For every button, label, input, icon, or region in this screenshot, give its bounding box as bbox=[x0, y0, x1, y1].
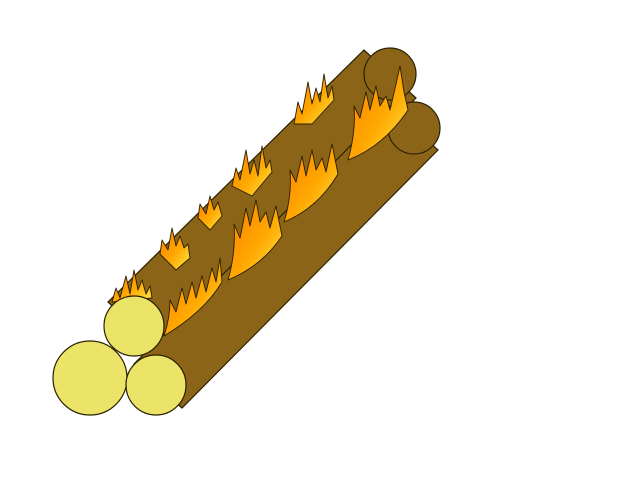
flame-groove-1 bbox=[163, 257, 223, 337]
flame-groove-3 bbox=[283, 143, 339, 223]
flame-back-4 bbox=[231, 145, 273, 197]
flame-back-5 bbox=[293, 73, 335, 125]
log-back-end-face bbox=[103, 295, 165, 357]
flame-back-3 bbox=[197, 195, 223, 231]
log-front-right-end-face bbox=[125, 354, 187, 416]
flame-groove-4 bbox=[347, 65, 409, 161]
log-back-far-end bbox=[363, 47, 417, 101]
flame-back-2 bbox=[159, 227, 191, 271]
flames-groove bbox=[163, 65, 409, 337]
flames-back-ridge bbox=[111, 73, 335, 303]
flame-back-1 bbox=[111, 269, 153, 303]
log-front-left-end-face bbox=[52, 340, 128, 416]
flame-groove-2 bbox=[227, 199, 283, 281]
